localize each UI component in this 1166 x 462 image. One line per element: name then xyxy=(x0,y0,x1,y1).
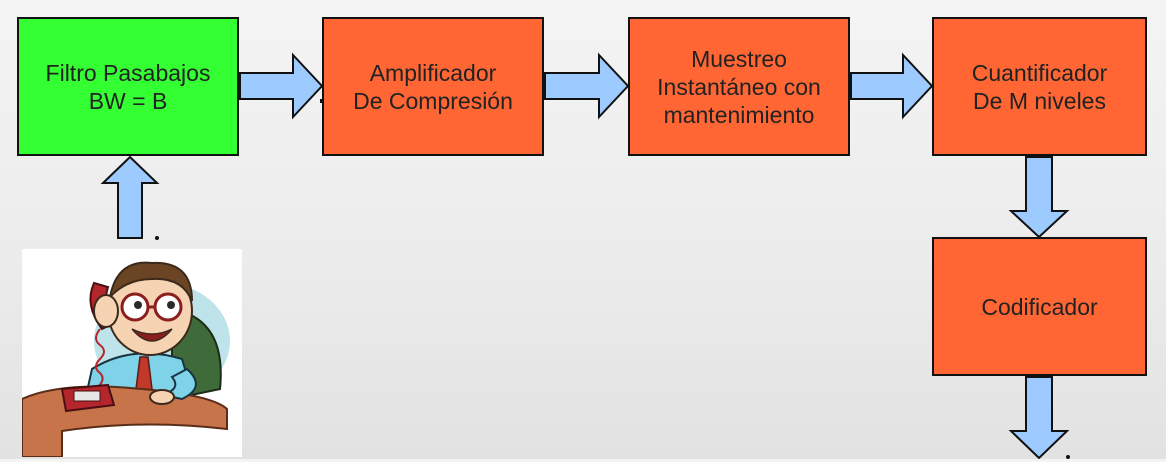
connection-dot xyxy=(1066,455,1070,459)
arrow-encoder-output xyxy=(1008,376,1070,459)
person-on-telephone-icon xyxy=(21,249,242,458)
quantizer-label: Cuantificador De M niveles xyxy=(971,59,1108,114)
lowpass-filter-label: Filtro Pasabajos BW = B xyxy=(45,59,211,114)
arrow-filter-to-amplifier xyxy=(239,52,324,120)
arrow-quantizer-to-encoder xyxy=(1008,156,1070,239)
lowpass-filter-block: Filtro Pasabajos BW = B xyxy=(17,17,239,156)
quantizer-block: Cuantificador De M niveles xyxy=(932,17,1147,156)
compression-amplifier-block: Amplificador De Compresión xyxy=(322,17,544,156)
sample-and-hold-block: Muestreo Instantáneo con mantenimiento xyxy=(628,17,850,156)
arrow-sampler-to-quantizer xyxy=(850,52,934,120)
compression-amplifier-label: Amplificador De Compresión xyxy=(353,59,513,114)
encoder-label: Codificador xyxy=(981,293,1098,320)
arrow-amplifier-to-sampler xyxy=(544,52,630,120)
connection-dot xyxy=(155,236,159,240)
sample-and-hold-label: Muestreo Instantáneo con mantenimiento xyxy=(657,45,821,128)
encoder-block: Codificador xyxy=(932,237,1147,376)
arrow-input-to-filter xyxy=(100,155,160,239)
